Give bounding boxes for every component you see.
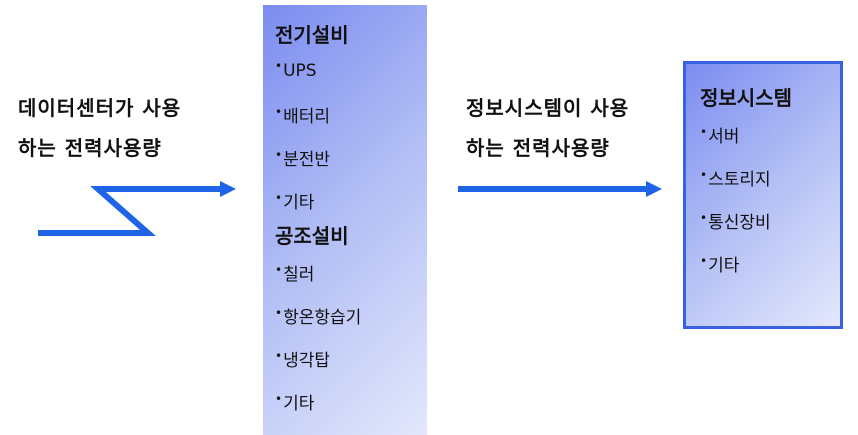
bullet-icon: • — [275, 105, 283, 119]
it-system-box: 정보시스템 •서버 •스토리지 •통신장비 •기타 — [683, 61, 843, 329]
item-label: 기타 — [283, 193, 315, 213]
bullet-icon: • — [700, 125, 708, 139]
item-label: 통신장비 — [708, 213, 771, 233]
facility-box: 전기설비 •UPS •배터리 •분전반 •기타 공조설비 •칠러 •항온항습기 … — [263, 5, 427, 435]
bullet-icon: • — [700, 168, 708, 182]
bullet-icon: • — [275, 191, 283, 205]
item-label: 배터리 — [283, 107, 330, 127]
item-label: 분전반 — [283, 150, 330, 170]
zigzag-arrowhead — [220, 181, 236, 197]
it-power-label: 정보시스템이 사용 하는 전력사용량 — [466, 88, 629, 168]
list-item: •서버 — [700, 122, 840, 165]
list-item: •기타 — [700, 251, 840, 294]
item-label: UPS — [283, 61, 317, 81]
zigzag-arrow — [38, 186, 222, 236]
bullet-icon: • — [700, 254, 708, 268]
item-label: 기타 — [708, 256, 740, 276]
list-item: •항온항습기 — [275, 303, 427, 346]
bullet-icon: • — [275, 59, 283, 73]
group-title: 전기설비 — [275, 23, 349, 47]
group-title: 공조설비 — [275, 224, 349, 248]
label-line: 하는 전력사용량 — [466, 136, 610, 160]
label-line: 하는 전력사용량 — [18, 136, 162, 160]
bullet-icon: • — [275, 392, 283, 406]
list-item: •UPS — [275, 59, 427, 102]
bullet-icon: • — [275, 148, 283, 162]
list-item: •기타 — [275, 188, 427, 220]
bullet-icon: • — [275, 263, 283, 277]
list-item: •스토리지 — [700, 165, 840, 208]
list-item: •냉각탑 — [275, 346, 427, 389]
list-item: •배터리 — [275, 102, 427, 145]
item-label: 스토리지 — [708, 170, 771, 190]
label-line: 정보시스템이 사용 — [466, 96, 630, 120]
list-item: •칠러 — [275, 260, 427, 303]
label-line: 데이터센터가 사용 — [18, 96, 182, 120]
item-label: 항온항습기 — [283, 308, 362, 328]
bullet-icon: • — [275, 349, 283, 363]
item-label: 기타 — [283, 394, 315, 414]
list-item: •분전반 — [275, 145, 427, 188]
list-item: •기타 — [275, 389, 427, 432]
bullet-icon: • — [700, 211, 708, 225]
box-title: 정보시스템 — [700, 86, 792, 110]
item-label: 냉각탑 — [283, 351, 330, 371]
straight-arrowhead — [646, 181, 662, 197]
datacenter-power-label: 데이터센터가 사용 하는 전력사용량 — [18, 88, 181, 168]
bullet-icon: • — [275, 306, 283, 320]
item-label: 칠러 — [283, 265, 315, 285]
list-item: •통신장비 — [700, 208, 840, 251]
item-label: 서버 — [708, 127, 740, 147]
